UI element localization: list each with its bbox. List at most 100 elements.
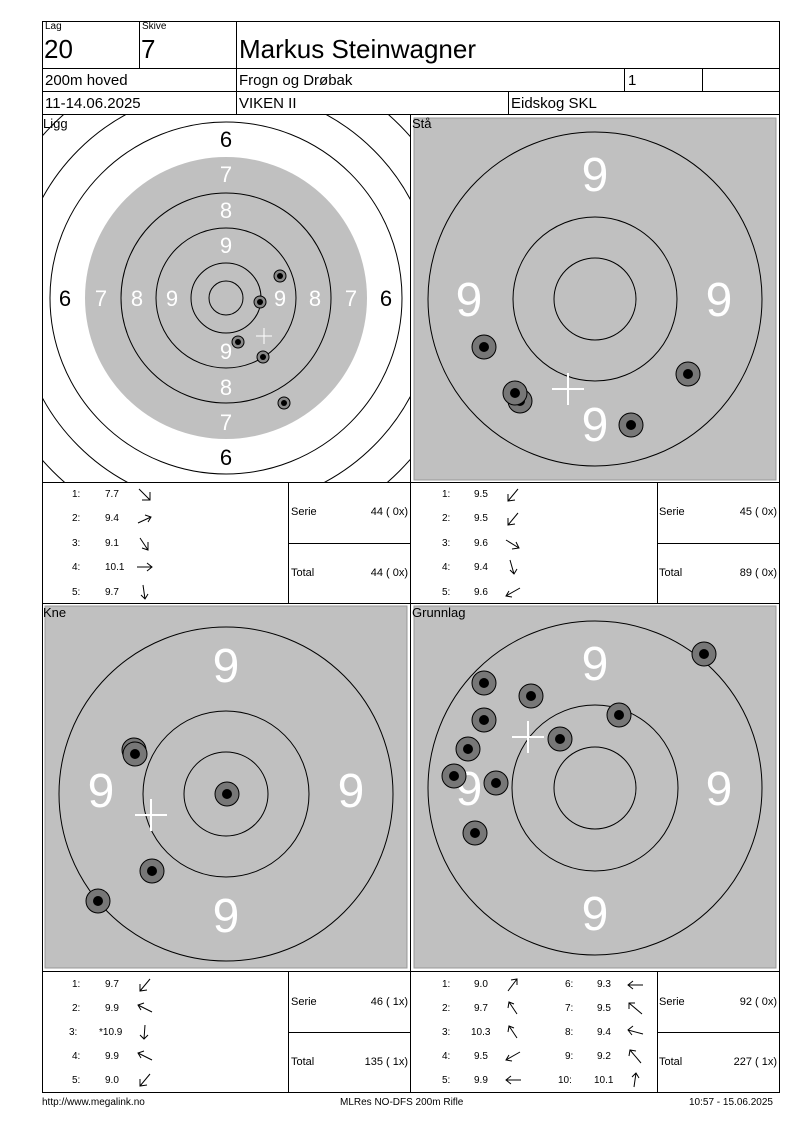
shot-number: 3: (69, 1027, 78, 1038)
shot-number: 5: (442, 1075, 451, 1086)
arrow-up-icon (631, 1072, 640, 1088)
arrow-down-left-icon (139, 1073, 151, 1087)
ring-label: 9 (582, 888, 609, 941)
arrow-down-left-icon (507, 512, 519, 526)
program: 200m hoved (45, 72, 128, 89)
shot-number: 5: (442, 587, 451, 598)
total-label: Total (291, 567, 315, 579)
arrow-down-left-icon (505, 1051, 521, 1062)
shot-value: 9.3 (597, 979, 611, 990)
shot-value: 7.7 (105, 489, 119, 500)
shot-value: 9.7 (474, 1003, 488, 1014)
arrow-up-left-icon (137, 1002, 153, 1013)
arrow-left-icon (505, 1075, 521, 1085)
sta-target: 9 9 9 9 (413, 117, 777, 481)
arrow-left-icon (627, 980, 643, 990)
arrow-up-right-icon (137, 514, 152, 524)
shot-number: 1: (72, 979, 81, 990)
ring-label: 6 (220, 445, 232, 470)
shot-number: 4: (442, 562, 451, 573)
shot-number: 4: (442, 1051, 451, 1062)
arrow-down-right-icon (139, 537, 149, 551)
shot-number: 1: (72, 489, 81, 500)
ring-label: 9 (213, 890, 240, 943)
arrow-up-left-icon (137, 1050, 153, 1061)
arrow-up-left-icon (507, 1025, 518, 1039)
shot-value: 9.1 (105, 538, 119, 549)
total-label: Total (659, 567, 683, 579)
ring-label: 9 (706, 763, 733, 816)
shot-value: 9.0 (474, 979, 488, 990)
shot-number: 9: (565, 1051, 574, 1062)
ligg-target: 6 6 6 6 7 7 7 7 8 8 8 8 9 9 9 9 (43, 115, 410, 482)
shot-value: 9.2 (597, 1051, 611, 1062)
ring-label: 9 (456, 274, 483, 327)
arrow-down-right-icon (505, 539, 520, 550)
total-value: 135 ( 1x) (364, 1056, 408, 1068)
ring-label: 9 (220, 233, 232, 258)
arrow-up-left-icon (507, 1001, 518, 1015)
footer-software: MLRes NO-DFS 200m Rifle (340, 1097, 464, 1108)
arrow-up-right-icon (507, 978, 518, 992)
shot-value: 9.4 (597, 1027, 611, 1038)
ring-label: 7 (95, 286, 107, 311)
shot-number: 1: (442, 489, 451, 500)
ring-label: 8 (220, 375, 232, 400)
shot-value: 9.4 (474, 562, 488, 573)
shot-number: 5: (72, 1075, 81, 1086)
serie-value: 45 ( 0x) (739, 506, 777, 518)
shot-value: 10.3 (471, 1027, 491, 1038)
ring-label: 9 (582, 149, 609, 202)
ring-label: 8 (220, 198, 232, 223)
lag-value: 20 (44, 34, 73, 64)
shot-value: 9.5 (474, 513, 488, 524)
shot-number: 7: (565, 1003, 574, 1014)
shooter-name: Markus Steinwagner (239, 34, 476, 64)
shot-value: 9.9 (105, 1003, 119, 1014)
section-label-sta: Stå (412, 116, 432, 131)
ring-label: 7 (345, 286, 357, 311)
shot-holes (441, 641, 717, 846)
ring-label: 9 (274, 286, 286, 311)
serie-label: Serie (659, 506, 685, 518)
shot-value: 9.0 (105, 1075, 119, 1086)
lag-label: Lag (45, 21, 62, 32)
footer-printed: 10:57 - 15.06.2025 (689, 1097, 773, 1108)
ring-label: 8 (131, 286, 143, 311)
shot-value: 9.6 (474, 538, 488, 549)
shot-number: 3: (442, 1027, 451, 1038)
shot-value: 10.1 (594, 1075, 614, 1086)
organizer: Eidskog SKL (511, 95, 597, 112)
arrow-down-left-icon (507, 488, 519, 502)
serie-value: 46 ( 1x) (370, 996, 408, 1008)
shot-number: 3: (442, 538, 451, 549)
shot-value: 10.1 (105, 562, 125, 573)
footer-url[interactable]: http://www.megalink.no (42, 1097, 145, 1108)
ring-label: 9 (166, 286, 178, 311)
shot-value: 9.7 (105, 587, 119, 598)
ring-label: 9 (220, 339, 232, 364)
arrow-left-icon (627, 1025, 644, 1036)
district: VIKEN II (239, 95, 297, 112)
shot-value: 9.5 (474, 1051, 488, 1062)
serie-label: Serie (291, 506, 317, 518)
arrow-down-icon (509, 559, 518, 575)
date: 11-14.06.2025 (45, 95, 141, 112)
shot-number: 1: (442, 979, 451, 990)
arrow-down-left-icon (505, 587, 521, 598)
ring-label: 9 (213, 640, 240, 693)
shot-number: 3: (72, 538, 81, 549)
shot-number: 2: (442, 513, 451, 524)
arrow-down-right-icon (138, 488, 151, 501)
skive-label: Skive (142, 21, 167, 32)
shot-number: 2: (72, 513, 81, 524)
shot-value: 9.5 (474, 489, 488, 500)
shot-value: *10.9 (99, 1027, 123, 1038)
serie-value: 44 ( 0x) (370, 506, 408, 518)
ring-label: 9 (706, 274, 733, 327)
serie-label: Serie (659, 996, 685, 1008)
ring-label: 7 (220, 162, 232, 187)
arrow-right-icon (137, 562, 153, 572)
ring-label: 9 (338, 765, 365, 818)
shot-holes (231, 269, 291, 410)
